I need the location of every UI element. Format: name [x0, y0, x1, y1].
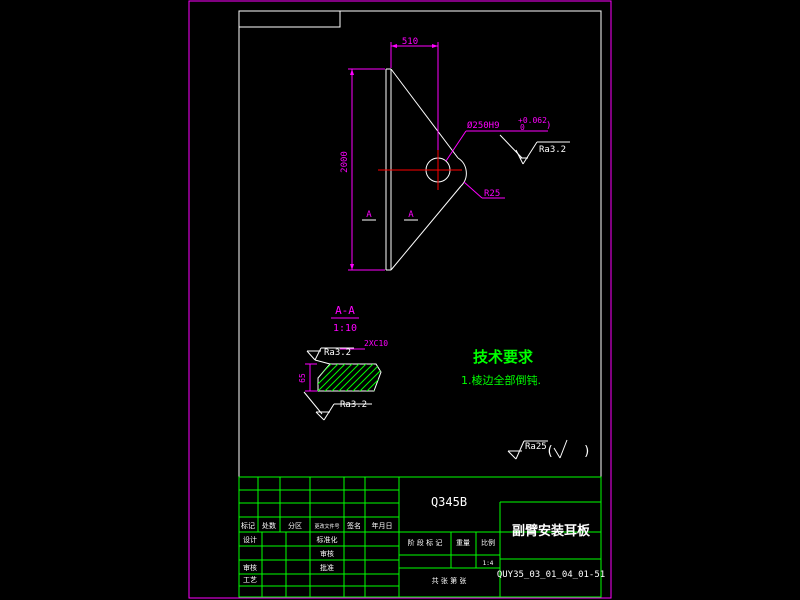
- section-thickness: 65: [298, 373, 307, 383]
- reversed-title-box: [238, 10, 341, 28]
- label-review: 审核: [320, 549, 334, 558]
- general-roughness-label: Ra25: [525, 442, 547, 452]
- label-count: 处数: [262, 521, 276, 530]
- general-roughness-paren-left: (: [546, 444, 554, 459]
- label-ratio: 比例: [481, 538, 495, 547]
- label-signature: 签名: [347, 521, 361, 530]
- section-view: A-A 1:10 2XC10 65: [298, 304, 388, 421]
- title-block: [238, 476, 602, 598]
- general-roughness-paren-right: ): [583, 444, 591, 459]
- label-sheets: 共 张 第 张: [432, 576, 467, 585]
- general-roughness: Ra25 ( ): [507, 439, 591, 460]
- section-chamfer: 2XC10: [364, 339, 388, 348]
- height-dimension: 2000: [340, 151, 350, 173]
- ratio-value: 1:4: [483, 560, 494, 567]
- label-design: 设计: [243, 535, 257, 544]
- hole-tolerance-lower: 0: [520, 123, 525, 132]
- label-stage-mark: 阶 段 标 记: [408, 538, 443, 547]
- label-mark: 标记: [241, 521, 255, 530]
- label-zone: 分区: [288, 521, 302, 530]
- section-marker-right: A: [408, 210, 414, 220]
- part-name: 副臂安装耳板: [512, 523, 591, 539]
- label-weight: 重量: [456, 539, 470, 547]
- radius-dimension: R25: [484, 189, 500, 199]
- hole-tolerance-upper: +0.062: [518, 116, 547, 125]
- hole-roughness: Ra3.2: [539, 145, 566, 155]
- tech-requirements-title: 技术要求: [473, 348, 534, 366]
- label-process: 工艺: [243, 576, 257, 584]
- section-scale: 1:10: [333, 323, 357, 334]
- section-hatch: [318, 364, 381, 391]
- label-change-doc: 更改文件号: [314, 523, 339, 530]
- label-approve: 批准: [320, 563, 334, 572]
- section-title: A-A: [335, 304, 355, 317]
- label-check: 审核: [243, 563, 257, 572]
- hole-diameter: Ø250H9: [467, 120, 500, 131]
- label-date: 年月日: [372, 521, 393, 530]
- section-roughness-top: Ra3.2: [324, 348, 351, 358]
- plate-lower-edge: [390, 185, 462, 271]
- outer-frame: [188, 0, 612, 599]
- label-standardize: 标准化: [317, 535, 338, 544]
- plate-nose-arc: [457, 157, 467, 187]
- plate-upper-edge: [390, 68, 459, 159]
- material: Q345B: [431, 495, 467, 509]
- tech-requirements-item: 1.棱边全部倒钝.: [461, 373, 541, 387]
- hole-tolerance-close: ): [546, 121, 551, 131]
- width-dimension: 510: [402, 37, 418, 47]
- inner-frame: [238, 10, 602, 598]
- section-roughness-bottom: Ra3.2: [340, 400, 367, 410]
- drawing-number: QUY35_03_01_04_01-51: [497, 570, 605, 580]
- main-view: 510 2000 Ø250H9 +0.062 0 ) Ra3.2 R25 A A: [340, 37, 570, 271]
- section-marker-left: A: [366, 210, 372, 220]
